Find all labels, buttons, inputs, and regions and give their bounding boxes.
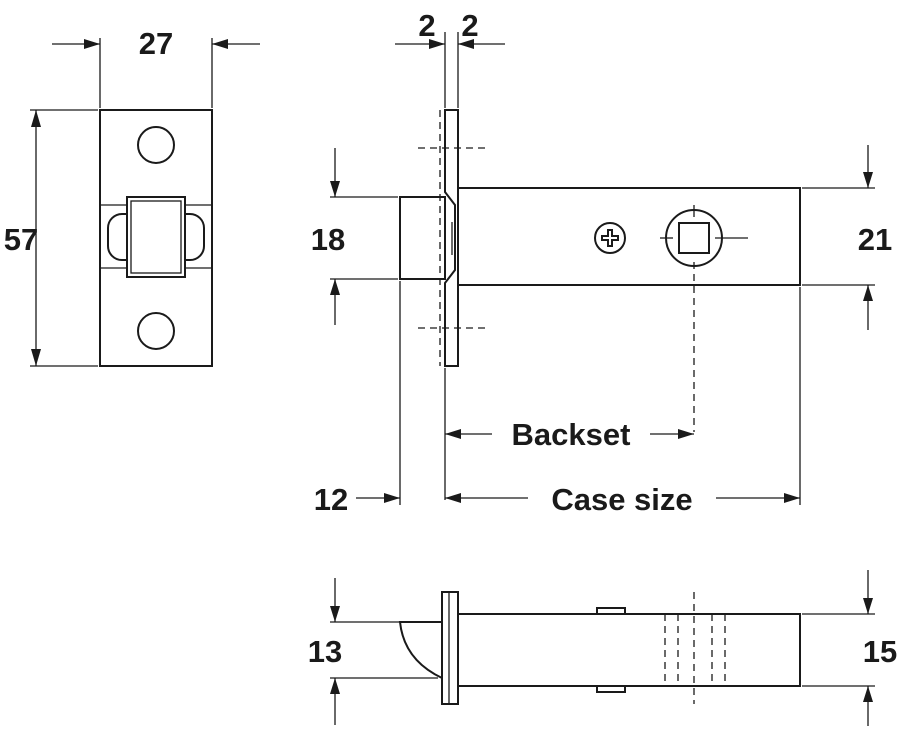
width-dimension (52, 38, 260, 108)
upper-screw-hole (137, 126, 175, 164)
case-depth-label: 15 (863, 634, 897, 669)
latch-projection-label: 12 (314, 482, 348, 517)
faceplate-width-label: 27 (139, 26, 173, 61)
latch-case (457, 187, 801, 286)
case-height-label: 21 (858, 222, 892, 257)
latch-bolt-face (100, 196, 212, 278)
case-size-dimension (356, 281, 801, 505)
latch-side-view: 2 2 18 21 Backset (311, 8, 892, 517)
latch-depth-label: 13 (308, 634, 342, 669)
faceplate-offset-right-label: 2 (461, 8, 478, 43)
top-faceplate (441, 591, 459, 705)
faceplate-height-label: 57 (4, 222, 38, 257)
height-dimension (30, 109, 98, 367)
backset-label: Backset (512, 417, 631, 452)
latch-bolt (399, 196, 446, 280)
lower-screw-hole (137, 312, 175, 350)
latch-height-label: 18 (311, 222, 345, 257)
latch-depth-dimension (330, 578, 438, 725)
fixing-screw (594, 222, 626, 254)
backset-dimension (444, 368, 694, 500)
case-size-label: Case size (551, 482, 692, 517)
latch-bolt-bevel (398, 621, 443, 680)
top-case (457, 613, 801, 687)
latch-height-dimension (330, 148, 398, 325)
spindle-hidden-lines (664, 592, 726, 704)
faceplate-front-view: 27 57 (4, 26, 260, 367)
faceplate-offset-left-label: 2 (418, 8, 435, 43)
latch-top-view: 13 15 (308, 570, 897, 726)
case-depth-dimension (802, 570, 875, 726)
spindle-follower (660, 205, 748, 432)
case-height-dimension (802, 145, 875, 330)
faceplate-offset-dimension (395, 32, 505, 108)
